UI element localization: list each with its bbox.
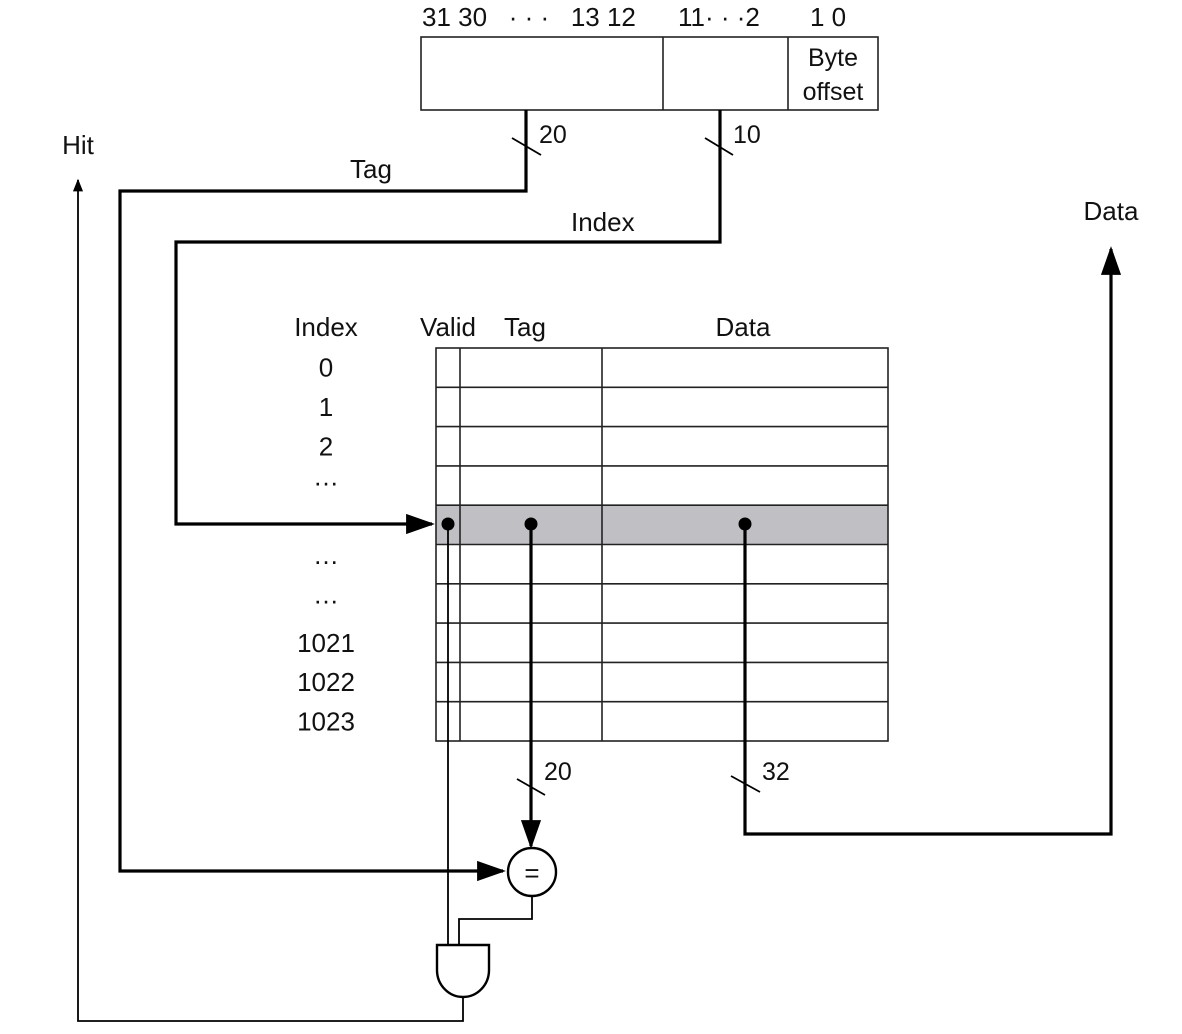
byte-offset-label-line1: Byte	[808, 44, 858, 72]
tag-wire	[118, 110, 528, 882]
offset-bit-range-label: 1 0	[810, 2, 846, 32]
selected-cache-row	[436, 505, 888, 545]
stored-tag-bus: 20	[516, 524, 572, 849]
cache-table-border	[435, 347, 889, 742]
tag-bit-range-label: 31 30 · · · 13 12	[422, 2, 636, 32]
byte-offset-label-line2: offset	[803, 78, 864, 106]
tag-bus-width-mark	[511, 137, 542, 156]
row-index-label: …	[313, 462, 339, 492]
header-data: Data	[716, 312, 771, 342]
row-index-label: …	[313, 579, 339, 609]
data-bus: 32 Data	[730, 196, 1139, 836]
data-width-label: 32	[762, 758, 790, 786]
row-index-label: 1	[319, 392, 333, 422]
index-signal-label: Index	[571, 207, 635, 237]
stored-tag-width-mark	[516, 778, 546, 796]
row-index-label: 2	[319, 431, 333, 461]
row-index-label: 1022	[297, 667, 355, 697]
header-tag: Tag	[504, 312, 546, 342]
row-index-label: 0	[319, 353, 333, 383]
hit-output: Hit	[62, 130, 464, 1022]
tag-signal-label: Tag	[350, 154, 392, 184]
tag-comparator: =	[506, 846, 558, 898]
tag-bus-width-label: 20	[539, 121, 567, 149]
address-register: 31 30 · · · 13 12 11· · ·2 1 0 Byte offs…	[420, 2, 879, 111]
index-wire	[174, 110, 722, 535]
header-index: Index	[294, 312, 358, 342]
row-index-label: 1021	[297, 628, 355, 658]
data-output-label: Data	[1084, 196, 1139, 226]
index-bus: 10 Index	[174, 110, 761, 535]
hit-wire	[72, 178, 464, 1022]
stored-tag-width-label: 20	[544, 758, 572, 786]
tag-bus: 20 Tag	[118, 110, 567, 882]
equals-icon: =	[524, 858, 539, 888]
row-index-label: 1023	[297, 706, 355, 736]
index-bus-width-mark	[704, 137, 734, 156]
index-bus-width-label: 10	[733, 121, 761, 149]
row-index-label: …	[313, 540, 339, 570]
hit-output-label: Hit	[62, 130, 95, 160]
header-valid: Valid	[420, 312, 476, 342]
data-wire	[743, 246, 1122, 836]
compare-result-wire	[458, 896, 533, 946]
data-width-mark	[730, 775, 761, 793]
index-bit-range-label: 11· · ·2	[678, 2, 760, 32]
and-gate-icon	[435, 943, 491, 999]
address-box	[420, 36, 879, 111]
